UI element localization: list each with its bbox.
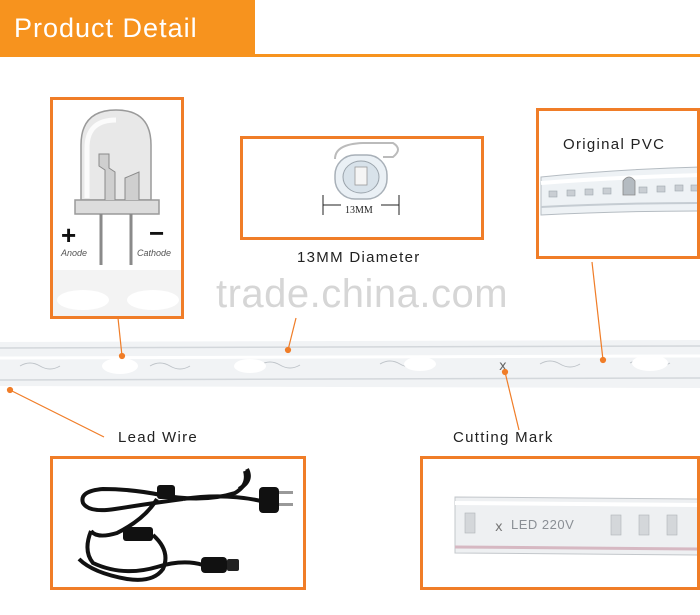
- led-220v-imprint: LED 220V: [511, 517, 575, 532]
- pointer-lead-wire: [9, 389, 105, 438]
- cutting-mark-panel: x LED 220V: [420, 456, 700, 590]
- power-cord-illustration: [77, 468, 293, 582]
- header-divider: [255, 54, 700, 57]
- led-glow: [53, 270, 181, 316]
- pointer-led: [117, 317, 123, 357]
- svg-text:x: x: [495, 520, 503, 535]
- lead-wire-panel: [50, 456, 306, 590]
- cutting-mark-label: Cutting Mark: [453, 429, 554, 446]
- led-diagram-panel: + − Anode Cathode: [50, 97, 184, 319]
- minus-sign: −: [149, 218, 166, 248]
- original-pvc-label: Original PVC: [563, 136, 666, 153]
- pointer-cutting-mark: [504, 371, 520, 431]
- led-bulb-illustration: [74, 109, 160, 265]
- watermark: trade.china.com: [216, 272, 509, 316]
- original-pvc-panel: Original PVC: [536, 108, 700, 259]
- cutting-mark-closeup: x: [454, 496, 697, 556]
- diameter-label: 13MM Diameter: [297, 249, 421, 266]
- plus-sign: +: [61, 220, 78, 250]
- cathode-label: Cathode: [137, 248, 172, 258]
- dimension-label: 13MM: [345, 205, 373, 216]
- pointer-pvc: [591, 261, 604, 361]
- svg-text:x: x: [499, 359, 507, 374]
- anode-label: Anode: [61, 248, 88, 258]
- pointer-diameter: [287, 317, 297, 351]
- tube-diameter-panel: 13MM: [240, 136, 484, 240]
- tube-cross-section: [322, 142, 400, 215]
- lead-wire-label: Lead Wire: [118, 429, 199, 446]
- page-title-banner: Product Detail: [0, 0, 255, 57]
- pvc-tube-closeup: [540, 166, 697, 216]
